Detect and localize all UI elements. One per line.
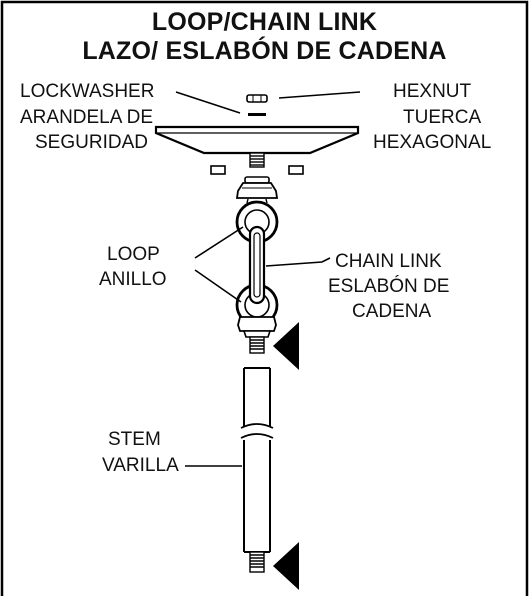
hexnut-label-en: HEXNUT	[393, 81, 472, 102]
upper-pointer-triangle	[273, 322, 299, 370]
stem-label-es: VARILLA	[102, 455, 179, 476]
lower-pointer-triangle	[273, 542, 299, 590]
chain-link-label-es-2: CADENA	[352, 301, 432, 322]
loop-label-en: LOOP	[107, 244, 160, 265]
stem-shape	[240, 367, 274, 553]
slot-right	[288, 165, 304, 175]
lockwasher-leader	[175, 91, 241, 114]
canopy-shape	[154, 125, 360, 155]
stem-label-en: STEM	[108, 429, 161, 450]
lockwasher-label-es-1: ARANDELA DE	[20, 107, 154, 128]
chain-link-label-en: CHAIN LINK	[335, 251, 442, 272]
loop-leader-upper	[194, 226, 244, 259]
loop-leader-lower	[194, 269, 242, 303]
upper-loop-shape	[235, 176, 279, 244]
title-line-1: LOOP/CHAIN LINK	[151, 8, 378, 36]
title-line-2: LAZO/ ESLABÓN DE CADENA	[82, 37, 447, 65]
hexnut-label-es-2: HEXAGONAL	[373, 132, 492, 153]
loop-thread	[249, 336, 265, 354]
slot-left	[210, 165, 226, 175]
lockwasher-label-es-2: SEGURIDAD	[35, 132, 148, 153]
hexnut-label-es-1: TUERCA	[403, 107, 482, 128]
lockwasher-label-en: LOCKWASHER	[20, 81, 155, 102]
lockwasher-shape	[248, 113, 266, 116]
chain-link-leader	[265, 257, 331, 267]
chain-link-label-es-1: ESLABÓN DE	[328, 276, 450, 297]
loop-label-es: ANILLO	[99, 269, 167, 290]
hexnut-leader	[278, 91, 361, 99]
stem-thread	[249, 551, 265, 573]
hexnut-shape	[246, 94, 268, 103]
